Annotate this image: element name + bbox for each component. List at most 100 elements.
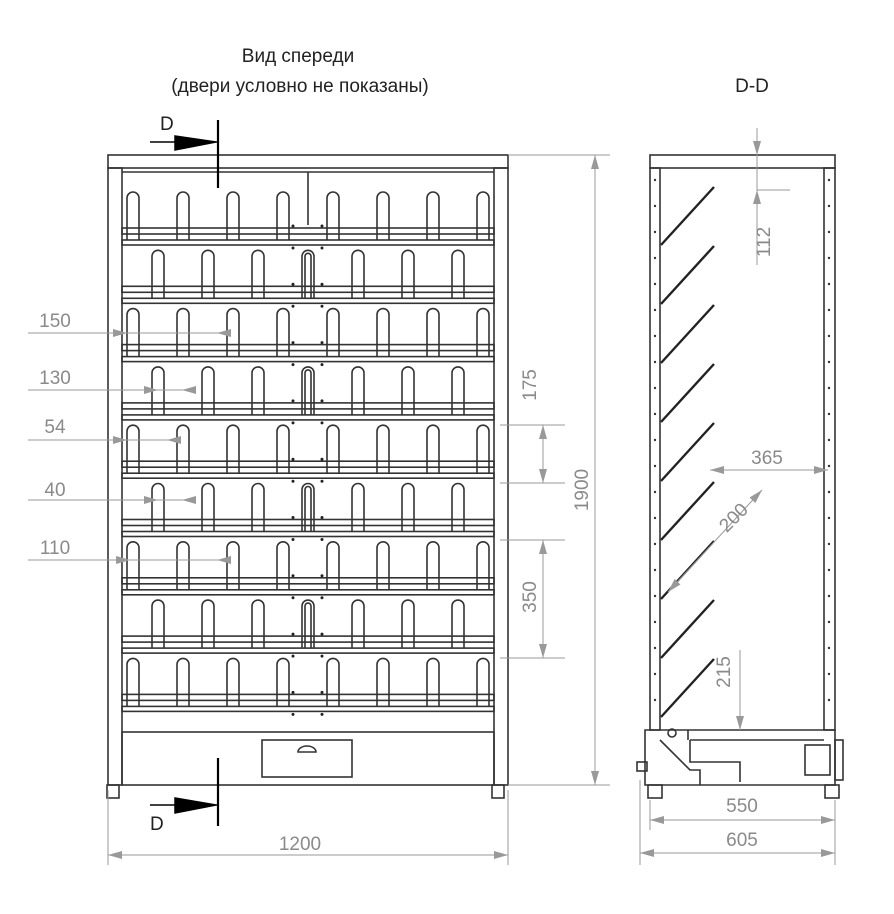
side-rivet [827, 256, 831, 260]
display-hook [151, 599, 165, 649]
inclined-hook [660, 245, 715, 305]
display-hook [226, 657, 240, 707]
arrow [736, 716, 744, 730]
dim-110: 110 [40, 538, 70, 559]
side-rivet [827, 568, 831, 572]
side-rivet [653, 360, 657, 364]
display-hook [326, 657, 340, 707]
side-rivet [827, 230, 831, 234]
left-post [107, 167, 123, 786]
fixing-dot [320, 363, 324, 367]
inclined-hook [660, 186, 715, 246]
arrow [753, 190, 761, 204]
fixing-dot [320, 399, 324, 403]
fixing-dot [320, 596, 324, 600]
dim-605: 605 [726, 830, 758, 851]
fixing-dot [291, 457, 295, 461]
fixing-dot [291, 363, 295, 367]
section-view-d-d [636, 154, 844, 799]
inclined-hook [660, 422, 715, 482]
fixing-dot [320, 341, 324, 345]
side-rivet [653, 178, 657, 182]
side-rivet [827, 646, 831, 650]
display-hook [176, 541, 190, 590]
fixing-dot [320, 632, 324, 636]
display-hook [376, 191, 390, 240]
display-hook [351, 249, 365, 299]
display-hook [301, 366, 315, 415]
display-hook [151, 482, 165, 532]
arrow [539, 644, 547, 658]
arrow [668, 579, 681, 592]
shelf-rail [121, 355, 495, 363]
display-hook [251, 482, 265, 532]
fixing-dot [320, 421, 324, 425]
arrow [144, 386, 158, 394]
side-latch [804, 744, 831, 776]
shelf-rail [121, 414, 495, 421]
display-hook [151, 249, 165, 299]
side-rivet [653, 334, 657, 338]
display-hook [326, 541, 340, 590]
arrow [753, 141, 761, 155]
display-hook [301, 599, 315, 649]
side-rivet [653, 620, 657, 624]
inclined-hook [660, 304, 715, 364]
dim-365: 365 [751, 448, 783, 469]
display-hook [351, 599, 365, 649]
display-hook [326, 424, 340, 474]
section-title: D-D [735, 76, 769, 97]
shelf-rail [121, 239, 495, 246]
fixing-dot [291, 224, 295, 228]
dim-130: 130 [39, 368, 71, 389]
side-rear-post [823, 167, 836, 731]
leveling-foot [491, 784, 505, 799]
side-bracket [834, 739, 844, 781]
display-hook [126, 541, 140, 590]
cut-arrow-top [150, 135, 218, 151]
arrow [749, 490, 762, 503]
side-rivet [827, 516, 831, 520]
cut-label-top: D [160, 114, 174, 135]
arrow [814, 466, 828, 474]
dim-40: 40 [44, 480, 65, 501]
display-hook [251, 599, 265, 649]
side-rivet [653, 646, 657, 650]
fixing-dot [291, 479, 295, 483]
dim-550: 550 [726, 796, 758, 817]
arrow [640, 849, 654, 857]
dimension-lines [28, 128, 836, 865]
side-base-panel [659, 739, 701, 785]
display-hook [151, 366, 165, 415]
shelf-rail [121, 588, 495, 596]
display-hook [176, 191, 190, 240]
fixing-dot [320, 712, 324, 716]
side-rivet [827, 542, 831, 546]
inclined-hook [660, 363, 715, 423]
shelf-rail [121, 297, 495, 305]
side-foot [824, 784, 840, 799]
display-hook [201, 249, 215, 299]
shelf-rail [121, 647, 495, 654]
shelf-bar [121, 460, 495, 469]
display-hook [201, 366, 215, 415]
fixing-dot [291, 654, 295, 658]
fixing-dot [291, 246, 295, 250]
arrow [591, 155, 599, 169]
fixing-dot [291, 399, 295, 403]
arrow [821, 849, 835, 857]
side-rivet [653, 386, 657, 390]
display-hook [326, 191, 340, 240]
display-hook [226, 541, 240, 590]
dim-1200: 1200 [279, 834, 321, 855]
arrow [539, 540, 547, 554]
display-hook [426, 191, 440, 240]
top-cap [107, 154, 509, 169]
arrow [591, 771, 599, 785]
display-hook [301, 482, 315, 532]
display-hook [251, 366, 265, 415]
display-hook [276, 191, 290, 240]
control-box [261, 739, 353, 778]
display-hook [226, 424, 240, 474]
arrow [539, 469, 547, 483]
